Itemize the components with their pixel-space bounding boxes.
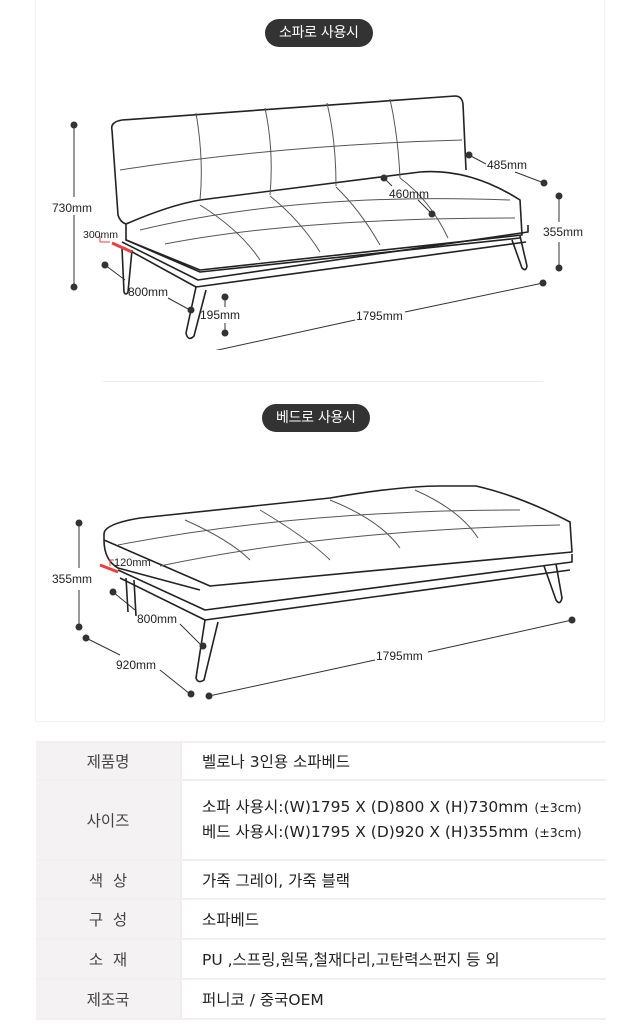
row-label-color: 색 상 [36, 859, 182, 900]
dim-seat-460: 460mm [389, 187, 429, 201]
dim-armrest-300: 300mm [83, 229, 118, 241]
table-row: 제조국 퍼니코 / 중국OEM [36, 978, 606, 1020]
table-row: 제품명 벨로나 3인용 소파베드 [36, 741, 606, 781]
table-row: 색 상 가죽 그레이, 가죽 블랙 [36, 859, 606, 900]
sofa-mode-label: 소파로 사용시 [265, 19, 373, 47]
row-label-composition: 구 성 [36, 898, 182, 940]
table-row: 소 재 PU ,스프링,원목,철재다리,고탄력스펀지 등 외 [36, 938, 606, 980]
row-value-color: 가죽 그레이, 가죽 블랙 [181, 859, 606, 900]
dim-back-485: 485mm [487, 158, 527, 172]
dim-bed-frame-800: 800mm [137, 612, 177, 626]
row-value-product-name: 벨로나 3인용 소파베드 [181, 741, 606, 781]
row-value-composition: 소파베드 [181, 898, 606, 940]
dim-leg-195: 195mm [200, 308, 240, 322]
dim-bed-depth-920: 920mm [116, 658, 156, 672]
size-bed: 베드 사용시:(W)1795 X (D)920 X (H)355mm [202, 823, 529, 841]
dim-width-1795: 1795mm [356, 309, 403, 323]
row-value-material: PU ,스프링,원목,철재다리,고탄력스펀지 등 외 [181, 938, 606, 980]
dim-depth-800: 800mm [128, 285, 168, 299]
dim-height-730: 730mm [52, 201, 92, 215]
spec-table: 제품명 벨로나 3인용 소파베드 사이즈 소파 사용시:(W)1795 X (D… [36, 741, 606, 1020]
sofa-dimension-diagram: 730mm 300mm 800mm 195mm 1795mm 485mm 460… [52, 95, 583, 350]
dim-mattress-120: 120mm [114, 557, 151, 569]
dim-bed-height-355: 355mm [52, 572, 92, 586]
row-label-product-name: 제품명 [36, 741, 182, 781]
size-sofa-tolerance: (±3cm) [534, 800, 582, 815]
size-bed-tolerance: (±3cm) [534, 825, 582, 840]
row-label-material: 소 재 [36, 938, 182, 980]
row-value-size: 소파 사용시:(W)1795 X (D)800 X (H)730mm (±3cm)… [181, 779, 606, 861]
table-row: 구 성 소파베드 [36, 898, 606, 940]
bed-dimension-diagram: 355mm 120mm 800mm 920mm 1795mm [52, 485, 576, 700]
table-row: 사이즈 소파 사용시:(W)1795 X (D)800 X (H)730mm (±… [36, 779, 606, 861]
diagram-frame [35, 0, 605, 722]
row-label-origin: 제조국 [36, 978, 182, 1020]
dim-bed-width-1795: 1795mm [376, 649, 423, 663]
dim-seat-height-355: 355mm [543, 225, 583, 239]
section-divider [103, 381, 543, 382]
row-value-origin: 퍼니코 / 중국OEM [181, 978, 606, 1020]
row-label-size: 사이즈 [36, 779, 182, 861]
bed-mode-label: 베드로 사용시 [262, 404, 370, 432]
size-sofa: 소파 사용시:(W)1795 X (D)800 X (H)730mm [202, 798, 529, 816]
